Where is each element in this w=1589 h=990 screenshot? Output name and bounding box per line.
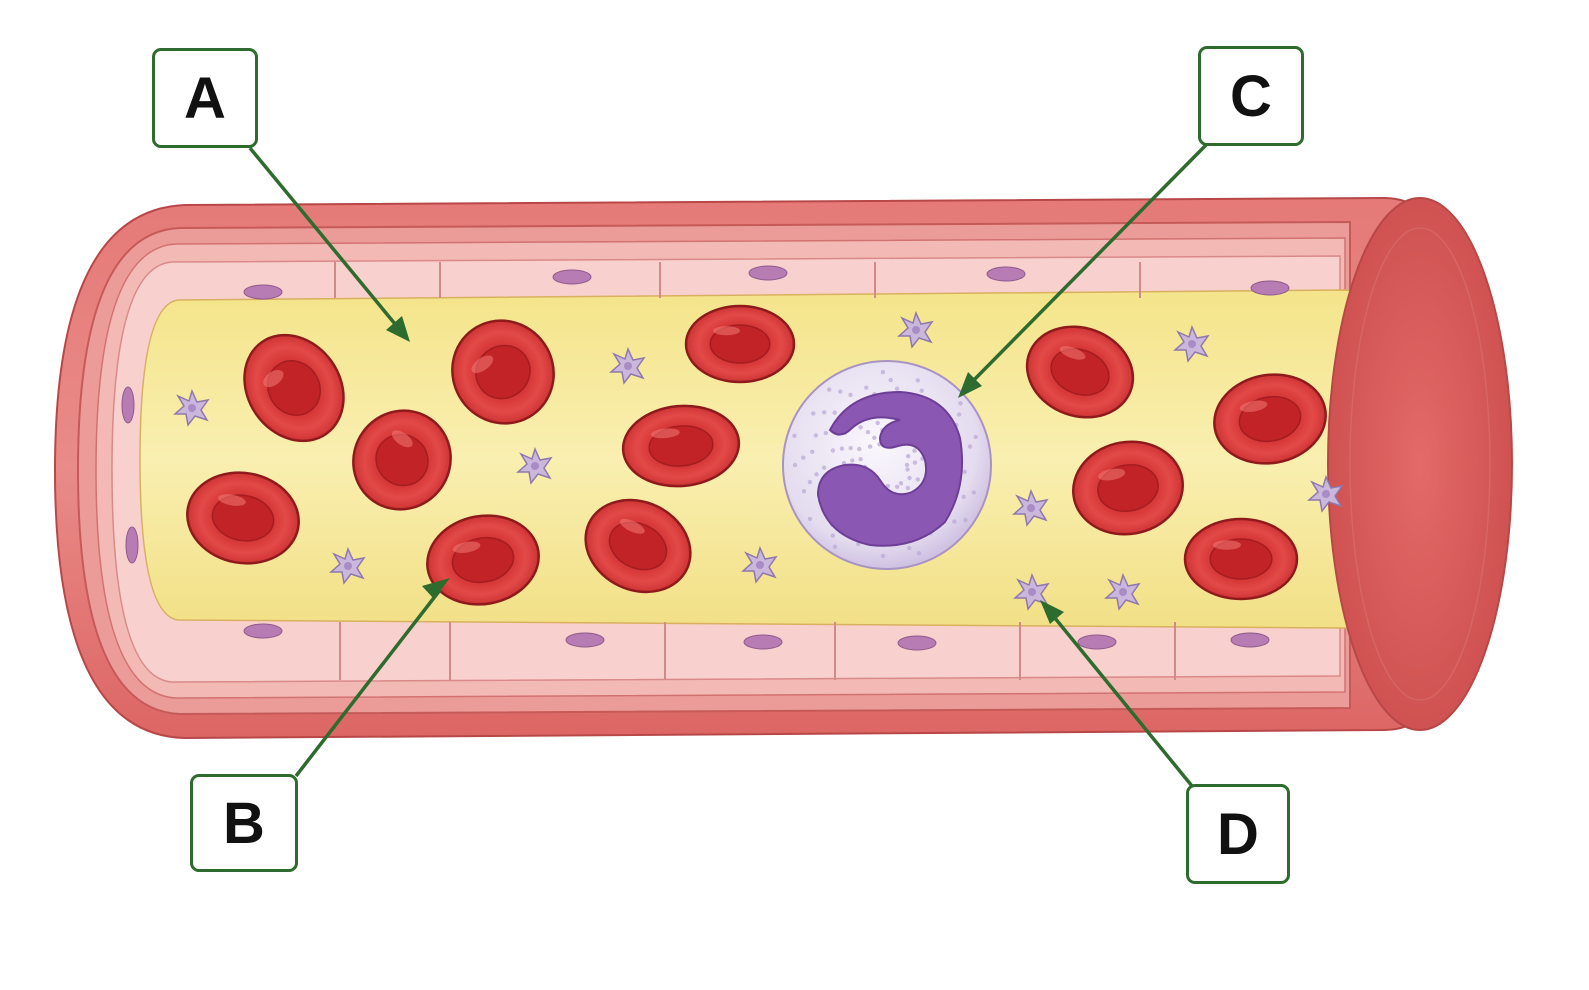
- red-blood-cell-icon: [352, 409, 452, 511]
- label-a: A: [152, 48, 258, 148]
- red-blood-cell-icon: [1183, 517, 1299, 601]
- label-d: D: [1186, 784, 1290, 884]
- red-blood-cell-icon: [186, 471, 300, 565]
- endothelial-nucleus: [125, 526, 139, 564]
- platelet-icon: [609, 346, 646, 385]
- label-c: C: [1198, 46, 1304, 146]
- vessel-cross-section: [1327, 197, 1513, 731]
- platelets: [173, 310, 1344, 611]
- red-blood-cell-icon: [426, 514, 540, 606]
- arrow-d: [1048, 610, 1194, 788]
- platelet-icon: [1012, 488, 1049, 527]
- white-blood-cell-icon: [782, 360, 992, 570]
- arrow-a: [248, 146, 402, 332]
- label-b: B: [190, 774, 298, 872]
- endothelial-nucleus: [748, 265, 788, 281]
- arrow-b: [294, 588, 442, 778]
- red-blood-cell-icon: [1071, 440, 1185, 536]
- platelet-icon: [1307, 474, 1344, 513]
- endothelial-nucleus: [1077, 634, 1117, 650]
- platelet-icon: [173, 388, 210, 427]
- platelet-icon: [741, 545, 778, 584]
- red-blood-cell-icon: [584, 498, 692, 594]
- lobed-nucleus: [816, 390, 964, 547]
- red-blood-cells: [186, 304, 1327, 606]
- endothelial-nucleus: [565, 632, 605, 648]
- platelet-icon: [1013, 572, 1050, 611]
- red-blood-cell-icon: [1025, 325, 1135, 419]
- platelet-icon: [516, 446, 553, 485]
- endothelial-nucleus: [552, 269, 592, 285]
- red-blood-cell-icon: [451, 319, 555, 425]
- platelet-icon: [897, 310, 934, 349]
- platelet-icon: [329, 546, 366, 585]
- endothelial-nucleus: [897, 635, 937, 651]
- arrowheads: [386, 316, 1064, 624]
- platelet-icon: [1104, 572, 1141, 611]
- endothelial-nucleus: [243, 284, 283, 300]
- arrows: [248, 143, 1208, 788]
- arrow-c: [966, 143, 1208, 388]
- endothelial-nucleus: [121, 386, 135, 424]
- platelet-icon: [1173, 324, 1210, 363]
- red-blood-cell-icon: [243, 333, 345, 443]
- endothelial-nucleus: [243, 623, 283, 639]
- endothelial-nucleus: [1250, 280, 1290, 296]
- red-blood-cell-icon: [1213, 373, 1327, 465]
- endothelial-cells: [121, 262, 1290, 680]
- red-blood-cell-icon: [621, 404, 741, 488]
- endothelial-nucleus: [986, 266, 1026, 282]
- endothelial-nucleus: [1230, 632, 1270, 648]
- endothelial-nucleus: [743, 634, 783, 650]
- red-blood-cell-icon: [684, 304, 796, 384]
